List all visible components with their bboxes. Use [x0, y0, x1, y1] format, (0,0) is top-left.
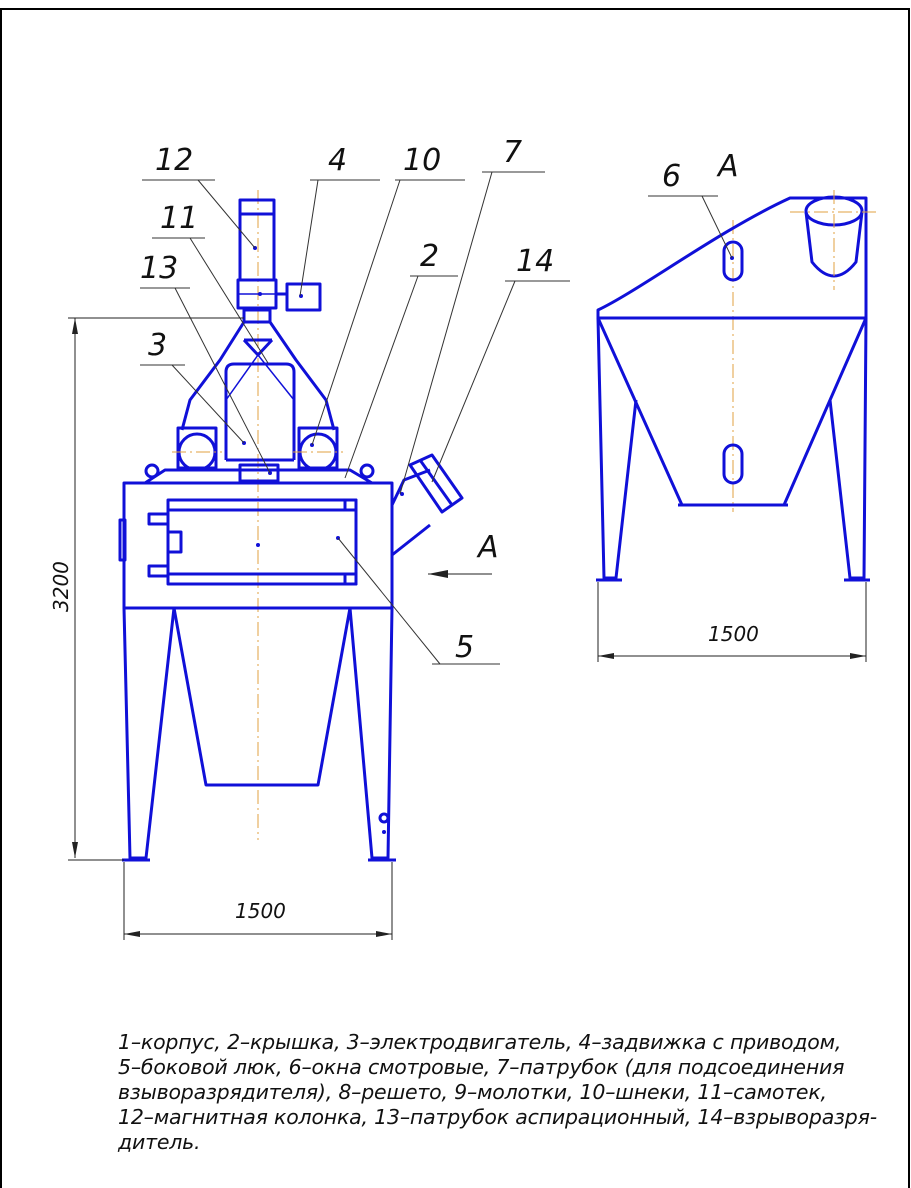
dim-height-main: 3200 [49, 561, 73, 612]
callout-4: 4 [328, 143, 347, 178]
aspiration-pipe-13 [238, 463, 280, 483]
dim-width-main: 1500 [235, 899, 286, 923]
view-a-arrow-label: A [476, 530, 499, 565]
legend-line: взыворазрядителя), 8–решето, 9–молотки, … [118, 1080, 827, 1104]
callout-3: 3 [148, 328, 167, 363]
callout-12: 12 [155, 143, 193, 178]
callout-13: 13 [140, 251, 178, 286]
callout-6: 6 [662, 159, 681, 194]
callout-10: 10 [403, 143, 441, 178]
callout-14: 14 [516, 244, 554, 279]
callout-5: 5 [455, 630, 474, 665]
gate-drive-4 [285, 282, 322, 312]
leader-lines [140, 171, 733, 665]
main-view [118, 190, 464, 862]
legend-line: дитель. [118, 1130, 201, 1154]
explosion-vent-14 [408, 453, 464, 514]
callout-11: 11 [160, 201, 198, 236]
sight-window-lower [722, 443, 744, 485]
legend-line: 5–боковой люк, 6–окна смотровые, 7–патру… [118, 1055, 845, 1079]
side-hatch-5 [166, 498, 358, 586]
dim-width-side: 1500 [708, 622, 759, 646]
view-a-title: A [716, 149, 739, 184]
parts-legend: 1–корпус, 2–крышка, 3–электродвигатель, … [118, 1030, 888, 1155]
legend-line: 12–магнитная колонка, 13–патрубок аспира… [118, 1105, 877, 1129]
callout-7: 7 [503, 135, 522, 170]
side-top-box [596, 196, 868, 320]
inner-pipe [224, 362, 296, 460]
drawing-frame [0, 8, 910, 1188]
callout-2: 2 [420, 239, 439, 274]
side-view-a [596, 190, 878, 582]
motor-12 [238, 198, 276, 282]
legend-line: 1–корпус, 2–крышка, 3–электродвигатель, … [118, 1030, 842, 1054]
dimension-lines [68, 317, 867, 940]
sight-window-upper [722, 240, 744, 282]
callout-labels: 12 4 10 7 11 13 2 14 3 5 6 A A 3200 1500… [49, 135, 759, 923]
